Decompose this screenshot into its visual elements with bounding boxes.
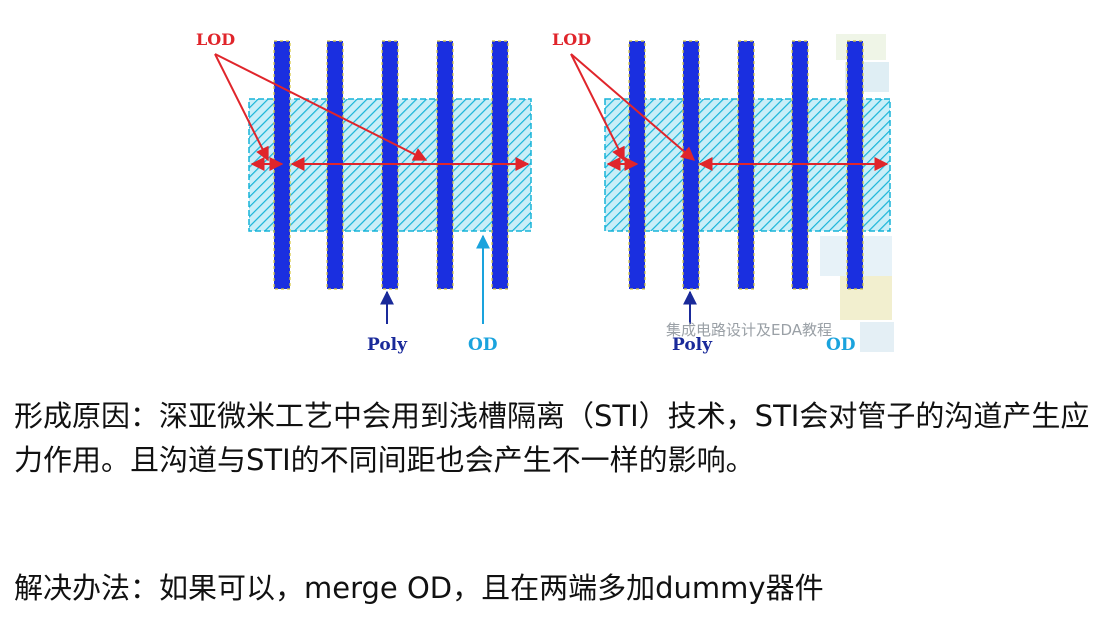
lod-pointer xyxy=(570,53,625,162)
poly-gate xyxy=(682,40,700,290)
right-panel: LOD Poly OD 集成电路设计及EDA教程 xyxy=(552,30,894,355)
lod-pointer xyxy=(214,53,428,161)
lod-label: LOD xyxy=(552,30,591,49)
solution-paragraph: 解决办法：如果可以，merge OD，且在两端多加dummy器件 xyxy=(14,571,824,605)
cause-paragraph: 形成原因：深亚微米工艺中会用到浅槽隔离（STI）技术，STI会对管子的沟道产生应… xyxy=(14,399,1090,477)
lod-label: LOD xyxy=(196,30,235,49)
left-panel: LOD Poly OD xyxy=(196,30,532,355)
lod-effect-diagram: LOD Poly OD LOD Poly OD 集成电路设计及EDA教程 xyxy=(196,30,894,355)
poly-label: Poly xyxy=(367,335,408,355)
lod-pointer xyxy=(214,53,269,162)
od-label: OD xyxy=(826,335,856,355)
od-label: OD xyxy=(468,335,498,355)
poly-label: Poly xyxy=(672,335,713,355)
watermark-text: 集成电路设计及EDA教程 xyxy=(666,321,832,339)
lod-pointer xyxy=(570,53,696,161)
